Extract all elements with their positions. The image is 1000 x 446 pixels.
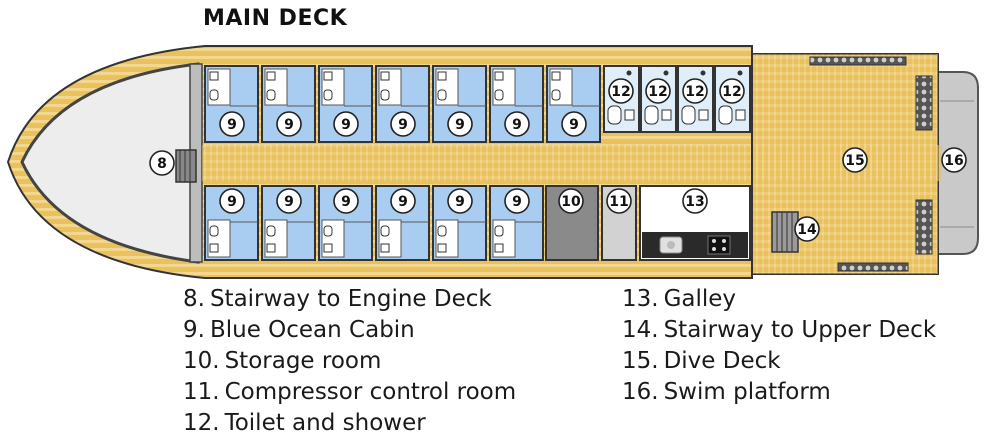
room-badge: 10	[558, 188, 584, 214]
room-badge-number: 16	[944, 153, 963, 169]
room-badge: 9	[504, 188, 530, 214]
room-badge-number: 11	[609, 194, 628, 210]
room-badge-number: 9	[284, 194, 294, 210]
deck-plan: 8 9 9 9 9 9 9 9 9 9 9 9 9 9 12 12 12 12 10 11 13 14 15 16	[6, 45, 979, 279]
legend-number: 12.	[183, 410, 220, 436]
deck-title: MAIN DECK	[203, 6, 348, 31]
room-badge-number: 10	[561, 194, 581, 210]
bow	[20, 62, 203, 264]
room-badge: 9	[390, 111, 416, 137]
room-badge: 9	[276, 188, 302, 214]
legend-item: 15.Dive Deck	[622, 348, 781, 374]
room-badge: 12	[719, 78, 745, 104]
legend-number: 15.	[622, 348, 659, 374]
legend-label: Toilet and shower	[224, 410, 426, 436]
legend-item: 10.Storage room	[183, 348, 381, 374]
legend-item: 9.Blue Ocean Cabin	[183, 317, 415, 343]
stairway-engine-deck	[175, 149, 197, 183]
deck-railing	[809, 56, 933, 272]
room-badge-number: 9	[455, 194, 465, 210]
room-badge: 9	[447, 188, 473, 214]
legend-label: Blue Ocean Cabin	[209, 317, 415, 343]
room-badge-number: 9	[398, 117, 408, 133]
room-badge: 9	[333, 188, 359, 214]
room-badge-number: 12	[611, 84, 630, 100]
room-badges: 8 9 9 9 9 9 9 9 9 9 9 9 9 9 12 12 12 12 10 11 13 14 15 16	[149, 78, 967, 242]
room-badge-number: 12	[648, 84, 667, 100]
room-badge: 9	[219, 111, 245, 137]
legend-number: 10.	[183, 348, 220, 374]
legend-item: 12.Toilet and shower	[183, 410, 426, 436]
legend-label: Compressor control room	[224, 379, 517, 405]
legend-item: 8.Stairway to Engine Deck	[183, 286, 492, 312]
room-badge-number: 9	[341, 117, 351, 133]
legend-label: Stairway to Upper Deck	[663, 317, 937, 343]
room-badge: 9	[561, 111, 587, 137]
legend-label: Stairway to Engine Deck	[209, 286, 492, 312]
legend-number: 8.	[183, 286, 205, 312]
room-badge: 15	[842, 147, 868, 173]
room-badge-number: 15	[845, 153, 864, 169]
legend-label: Swim platform	[663, 379, 831, 405]
toilet-shower	[640, 65, 677, 133]
stairway-upper-deck	[771, 211, 799, 253]
legend-label: Dive Deck	[663, 348, 781, 374]
room-badge-number: 14	[797, 222, 817, 238]
cabin-top	[546, 65, 601, 143]
room-badge: 16	[941, 147, 967, 173]
room-badge: 9	[504, 111, 530, 137]
toilet-shower	[603, 65, 640, 133]
legend-number: 16.	[622, 379, 659, 405]
room-badge: 12	[682, 78, 708, 104]
room-badge-number: 9	[284, 117, 294, 133]
room-badge-number: 9	[227, 117, 237, 133]
room-badge: 14	[794, 216, 820, 242]
room-badge: 9	[276, 111, 302, 137]
room-badge: 8	[149, 150, 175, 176]
room-badge-number: 9	[512, 194, 522, 210]
room-badge: 9	[219, 188, 245, 214]
room-badge: 9	[447, 111, 473, 137]
legend-number: 11.	[183, 379, 220, 405]
room-badge-number: 9	[569, 117, 579, 133]
legend-number: 14.	[622, 317, 659, 343]
room-badge: 9	[333, 111, 359, 137]
room-badge: 11	[606, 188, 632, 214]
room-badge-number: 8	[157, 156, 167, 172]
room-badge-number: 12	[722, 84, 741, 100]
room-badge: 13	[682, 188, 708, 214]
cabin-top	[489, 65, 544, 143]
legend-item: 14.Stairway to Upper Deck	[622, 317, 936, 343]
legend-item: 13.Galley	[622, 286, 736, 312]
room-badge-number: 9	[455, 117, 465, 133]
room-badge-number: 9	[341, 194, 351, 210]
room-badge: 9	[390, 188, 416, 214]
legend-number: 9.	[183, 317, 205, 343]
legend-item: 16.Swim platform	[622, 379, 831, 405]
toilets-showers	[603, 65, 751, 133]
room-badge-number: 12	[685, 84, 704, 100]
room-badge-number: 13	[685, 194, 704, 210]
legend-label: Galley	[663, 286, 737, 312]
room-badge-number: 9	[398, 194, 408, 210]
legend-item: 11.Compressor control room	[183, 379, 516, 405]
room-badge: 12	[608, 78, 634, 104]
legend-label: Storage room	[224, 348, 382, 374]
legend-number: 13.	[622, 286, 659, 312]
cabin-bottom	[261, 185, 316, 261]
room-badge: 12	[645, 78, 671, 104]
room-badge-number: 9	[227, 194, 237, 210]
room-badge-number: 9	[512, 117, 522, 133]
